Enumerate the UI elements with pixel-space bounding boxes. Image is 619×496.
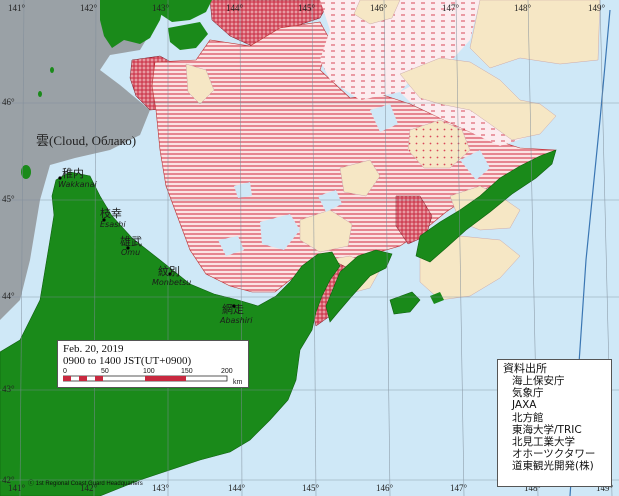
- time-text: 0900 to 1400 JST(UT+0900): [63, 355, 192, 367]
- source-item: オホーツクタワー: [512, 448, 596, 461]
- top-lon-label: 147°: [442, 3, 460, 13]
- date-scale-box: Feb. 20, 2019 0900 to 1400 JST(UT+0900) …: [57, 340, 249, 388]
- open-water: [460, 150, 490, 180]
- marker-omu: [126, 246, 130, 250]
- bottom-lon-label: 147°: [450, 483, 468, 493]
- place-abashiri-jp: 網走: [222, 303, 244, 316]
- lat-label: 44°: [2, 291, 15, 301]
- land-aniva: [168, 22, 208, 50]
- marker-wakkanai: [58, 176, 62, 180]
- ice-pack-area: [353, 0, 401, 25]
- bottom-lon-label: 143°: [152, 483, 170, 493]
- bottom-lon-label: 145°: [302, 483, 320, 493]
- scale-tick-200: 200: [221, 368, 233, 375]
- marker-abashiri: [232, 304, 236, 308]
- source-item: 北見工業大学: [512, 436, 575, 449]
- land-hokkaido: [0, 171, 341, 496]
- top-lon-label: 146°: [370, 3, 388, 13]
- top-lon-label: 144°: [226, 3, 244, 13]
- land-shiretoko: [325, 249, 393, 323]
- bottom-lon-label: 144°: [228, 483, 246, 493]
- land-sakhalin-east: [150, 0, 212, 22]
- open-water: [370, 104, 398, 132]
- ice-pack-area: [399, 57, 557, 141]
- marker-monbetsu: [168, 272, 172, 276]
- top-lon-label: 141°: [8, 3, 26, 13]
- ice-pack-area: [469, 0, 601, 69]
- place-monbetsu-jp: 紋別: [158, 265, 180, 278]
- lat-label: 42°: [2, 475, 15, 485]
- top-lon-label: 142°: [80, 3, 98, 13]
- lat-label: 43°: [2, 384, 15, 394]
- open-water: [218, 236, 244, 256]
- scale-tick-100: 100: [143, 368, 155, 375]
- place-wakkanai-en: Wakkanai: [58, 180, 97, 189]
- land-kuril: [430, 292, 444, 304]
- open-water: [260, 214, 300, 250]
- top-lon-label: 149°: [588, 3, 606, 13]
- scale-tick-0: 0: [63, 368, 67, 375]
- cloud-area: [0, 0, 170, 320]
- open-water: [234, 182, 252, 198]
- ice-pack-area: [339, 159, 381, 197]
- ice-pack-area: [407, 119, 471, 169]
- bottom-lon-label: 141°: [8, 483, 26, 493]
- top-lon-label: 148°: [514, 3, 532, 13]
- land-islet: [50, 67, 54, 73]
- place-omu-en: Omu: [121, 248, 141, 257]
- land-kuril: [389, 291, 421, 315]
- open-water: [318, 190, 342, 212]
- date-text: Feb. 20, 2019: [63, 343, 124, 355]
- ice-pack-area: [185, 63, 215, 105]
- scale-tick-150: 150: [181, 368, 193, 375]
- scale-bar: 0 50 100 150 200 km: [63, 368, 243, 386]
- land-rishiri: [21, 165, 31, 179]
- scale-unit: km: [233, 379, 243, 386]
- ice-thin-area: [320, 0, 480, 100]
- bottom-lon-label: 142°: [80, 483, 98, 493]
- bottom-lon-label: 148°: [524, 483, 542, 493]
- place-abashiri-en: Abashiri: [220, 316, 253, 325]
- marker-esashi: [102, 218, 106, 222]
- source-item: 東海大学/TRIC: [512, 423, 582, 436]
- source-item: 北方館: [512, 411, 544, 424]
- place-wakkanai-jp: 稚内: [62, 167, 84, 180]
- top-lon-label: 143°: [152, 3, 170, 13]
- land-sakhalin: [100, 0, 165, 48]
- bottom-lon-label: 146°: [376, 483, 394, 493]
- land-islet: [38, 91, 42, 97]
- place-esashi-jp: 枝幸: [100, 207, 122, 220]
- ice-pack-area: [419, 235, 521, 301]
- place-omu-jp: 雄武: [120, 235, 142, 248]
- top-lon-label: 145°: [298, 3, 316, 13]
- place-monbetsu-en: Monbetsu: [152, 278, 192, 287]
- lat-label: 46°: [2, 97, 15, 107]
- credit-text: ⓒ 1st Regional Coast Guard Headquarters: [28, 481, 143, 487]
- source-item: JAXA: [512, 399, 537, 412]
- source-legend: 資料出所 海上保安庁 気象庁 JAXA 北方館 東海大学/TRIC 北見工業大学…: [497, 359, 612, 487]
- source-item: 気象庁: [512, 387, 544, 400]
- cloud-label: 雲(Cloud, Облако): [36, 133, 137, 148]
- bottom-lon-label: 149°: [596, 483, 614, 493]
- place-esashi-en: Esashi: [100, 220, 126, 229]
- source-item: 道東観光開発(株): [512, 460, 594, 473]
- lat-label: 45°: [2, 194, 15, 204]
- land-kuril: [415, 149, 557, 263]
- source-title: 資料出所: [503, 362, 547, 375]
- source-item: 海上保安庁: [512, 375, 565, 387]
- scale-tick-50: 50: [101, 368, 109, 375]
